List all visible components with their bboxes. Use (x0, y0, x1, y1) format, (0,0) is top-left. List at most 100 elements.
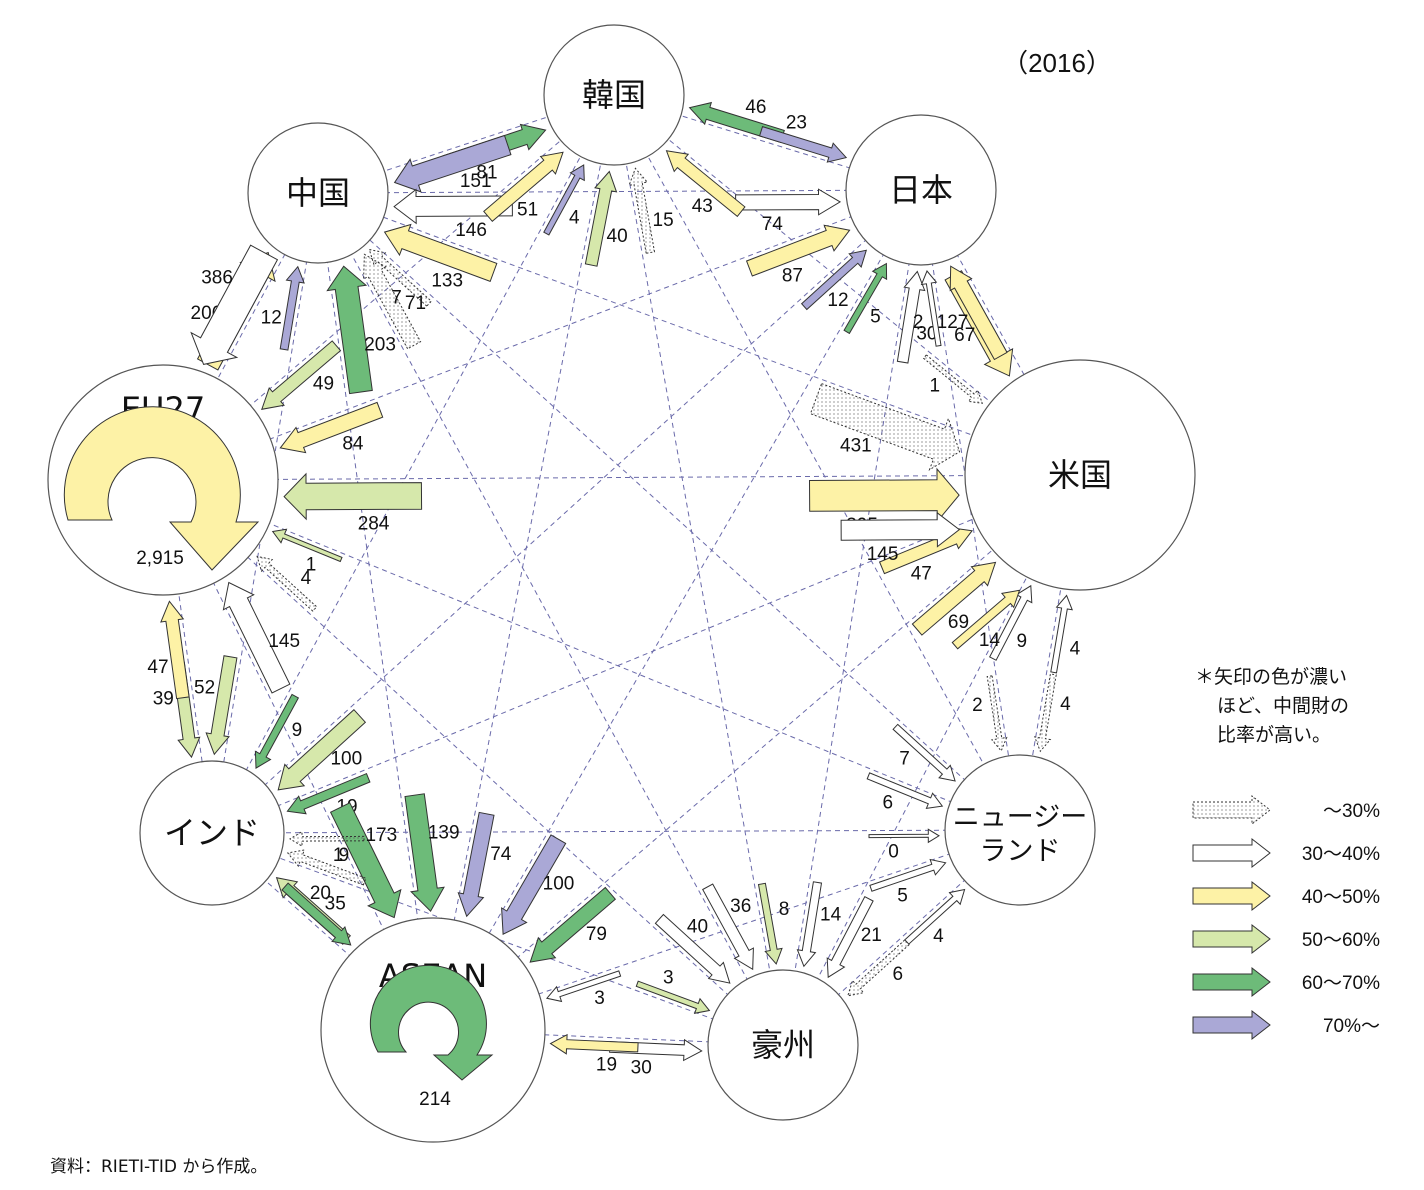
node-label-nz-2: ランド (980, 836, 1061, 867)
note: ＊矢印の色が濃い ほど、中間財の 比率が高い。 (1195, 666, 1349, 746)
flow-arrow-australia-asean (549, 1033, 639, 1055)
flow-arrow-eu-korea (483, 151, 564, 223)
flow-value-asean-australia: 30 (631, 1058, 652, 1079)
flow-arrow-usa-india (286, 772, 371, 815)
legend-label: ～30% (1323, 801, 1380, 822)
flow-arrow-india-asean (281, 882, 352, 946)
flow-value-usa-eu: 284 (358, 513, 390, 534)
flow-value-india-usa: 47 (911, 564, 932, 585)
flow-value-eu-nz: 6 (883, 792, 894, 813)
flow-arrow-australia-eu (256, 555, 318, 612)
flow-arrow-korea-china (393, 134, 512, 193)
flow-value-australia-japan: 30 (916, 324, 937, 345)
flow-arrow-nz-eu (271, 528, 343, 563)
flow-arrow-eu-australia (654, 913, 731, 984)
flow-value-japan-china: 146 (455, 220, 487, 241)
node-label-korea: 韓国 (582, 76, 646, 114)
flow-value-usa-korea: 43 (692, 196, 713, 217)
flow-value-eu-japan: 87 (782, 266, 803, 287)
flow-value-china-asean: 139 (428, 823, 460, 844)
flow-arrow-korea-japan (758, 125, 848, 163)
asean-self-arrow (369, 964, 494, 1081)
flow-arrow-china-india (205, 655, 238, 756)
flow-value-korea-china: 151 (460, 171, 492, 192)
connector-line (432, 474, 1081, 1031)
flow-arrow-china-asean (404, 793, 445, 913)
flow-value-asean-eu: 145 (268, 631, 300, 652)
region-nodes: 韓国 日本 米国 ニュージー ランド 豪州 ASEAN 214 インド (47, 24, 1196, 1143)
flow-value-china-korea: 81 (476, 162, 497, 183)
flow-arrow-china-usa (809, 382, 961, 471)
connector-line (162, 479, 784, 1046)
flow-arrow-china-japan (735, 188, 842, 216)
flow-value-australia-nz: 4 (933, 926, 944, 947)
flow-arrow-korea-usa (922, 354, 984, 404)
flow-value-asean-nz: 5 (897, 886, 908, 907)
flow-value-eu-usa2: 145 (867, 544, 899, 565)
flow-value-japan-eu: 84 (342, 434, 364, 455)
flow-arrow-korea-asean (457, 811, 495, 918)
flow-value-japan-nz: 2 (972, 695, 983, 716)
node-china: 中国 (247, 122, 389, 264)
flow-arrow-nz-asean (545, 970, 622, 1003)
flow-value-japan-india: 100 (330, 749, 362, 770)
flow-value-asean-china: 203 (364, 335, 396, 356)
node-eu: EU27 2,915 (47, 364, 279, 596)
source-note: 資料：RIETI-TID から作成。 (50, 1157, 267, 1177)
flow-value-eu-korea: 51 (517, 200, 538, 221)
flow-arrow-eu-usa (808, 467, 960, 523)
flow-value-india-japan: 12 (827, 290, 848, 311)
flow-value-korea-australia: 8 (779, 899, 790, 920)
connector-line (211, 832, 784, 1046)
flow-arrow-usa-nz (1033, 673, 1057, 753)
connector-line (317, 192, 1081, 476)
flow-value-korea-india: 9 (292, 720, 303, 741)
connector-line (613, 94, 1021, 831)
flow-value-eu-australia: 40 (687, 917, 708, 938)
node-india: インド (139, 760, 285, 906)
flow-value-australia-eu: 4 (301, 568, 312, 589)
note-line-1: ＊矢印の色が濃い (1195, 666, 1347, 688)
connector-line (162, 479, 1021, 831)
node-nz: ニュージー ランド (944, 754, 1096, 906)
flow-value-australia-india: 9 (339, 845, 350, 866)
flow-value-asean-usa2: 14 (979, 630, 1001, 651)
flow-arrow-asean-eu (222, 581, 291, 694)
flow-value-nz-australia: 6 (893, 964, 904, 985)
flow-value-usa-asean: 79 (586, 924, 607, 945)
flow-arrow-nz-australia (847, 939, 910, 997)
flow-arrow-japan-eu (279, 401, 384, 454)
flow-arrow-usa-china (383, 223, 498, 283)
flow-value-china-usa: 431 (840, 435, 872, 456)
flow-value-asean-korea: 40 (607, 226, 628, 247)
flow-arrow-australia-japan (896, 270, 926, 364)
flow-value-india-australia: 3 (663, 967, 674, 988)
flow-arrow-korea-eu (261, 340, 342, 410)
flow-arrow-japan-australia (796, 881, 823, 968)
flow-arrow-australia-india (286, 849, 367, 886)
flow-value-nz-asean: 3 (594, 988, 605, 1009)
flow-arrow-asean-korea (584, 170, 618, 267)
flow-arrow-nz-japan (920, 270, 942, 347)
note-line-2: ほど、中間財の (1217, 695, 1349, 717)
legend-label: 60～70% (1302, 973, 1380, 994)
flow-value-china-nz: 7 (899, 749, 910, 770)
eu-self-arrow (63, 406, 260, 571)
flow-arrow-eu-japan (745, 224, 851, 277)
node-usa: 米国 (964, 359, 1196, 591)
flow-value-korea-usa: 1 (930, 376, 941, 397)
connector-line (782, 474, 1081, 1046)
flow-value-india-nz: 0 (888, 842, 899, 863)
legend-swatch (1192, 966, 1271, 998)
flow-value-nz-usa: 4 (1070, 638, 1081, 659)
flow-arrow-nz-india (289, 830, 365, 847)
legend-swatch (1192, 880, 1271, 912)
flow-value-usa-china: 133 (431, 270, 463, 291)
connector-line (317, 192, 784, 1046)
flow-arrow-china-nz (892, 723, 956, 782)
legend-label: 70%～ (1323, 1016, 1380, 1037)
flow-arrow-japan-india (277, 708, 367, 791)
flow-value-nz-india: 1 (333, 845, 344, 866)
flow-arrow-india-japan (800, 249, 868, 311)
